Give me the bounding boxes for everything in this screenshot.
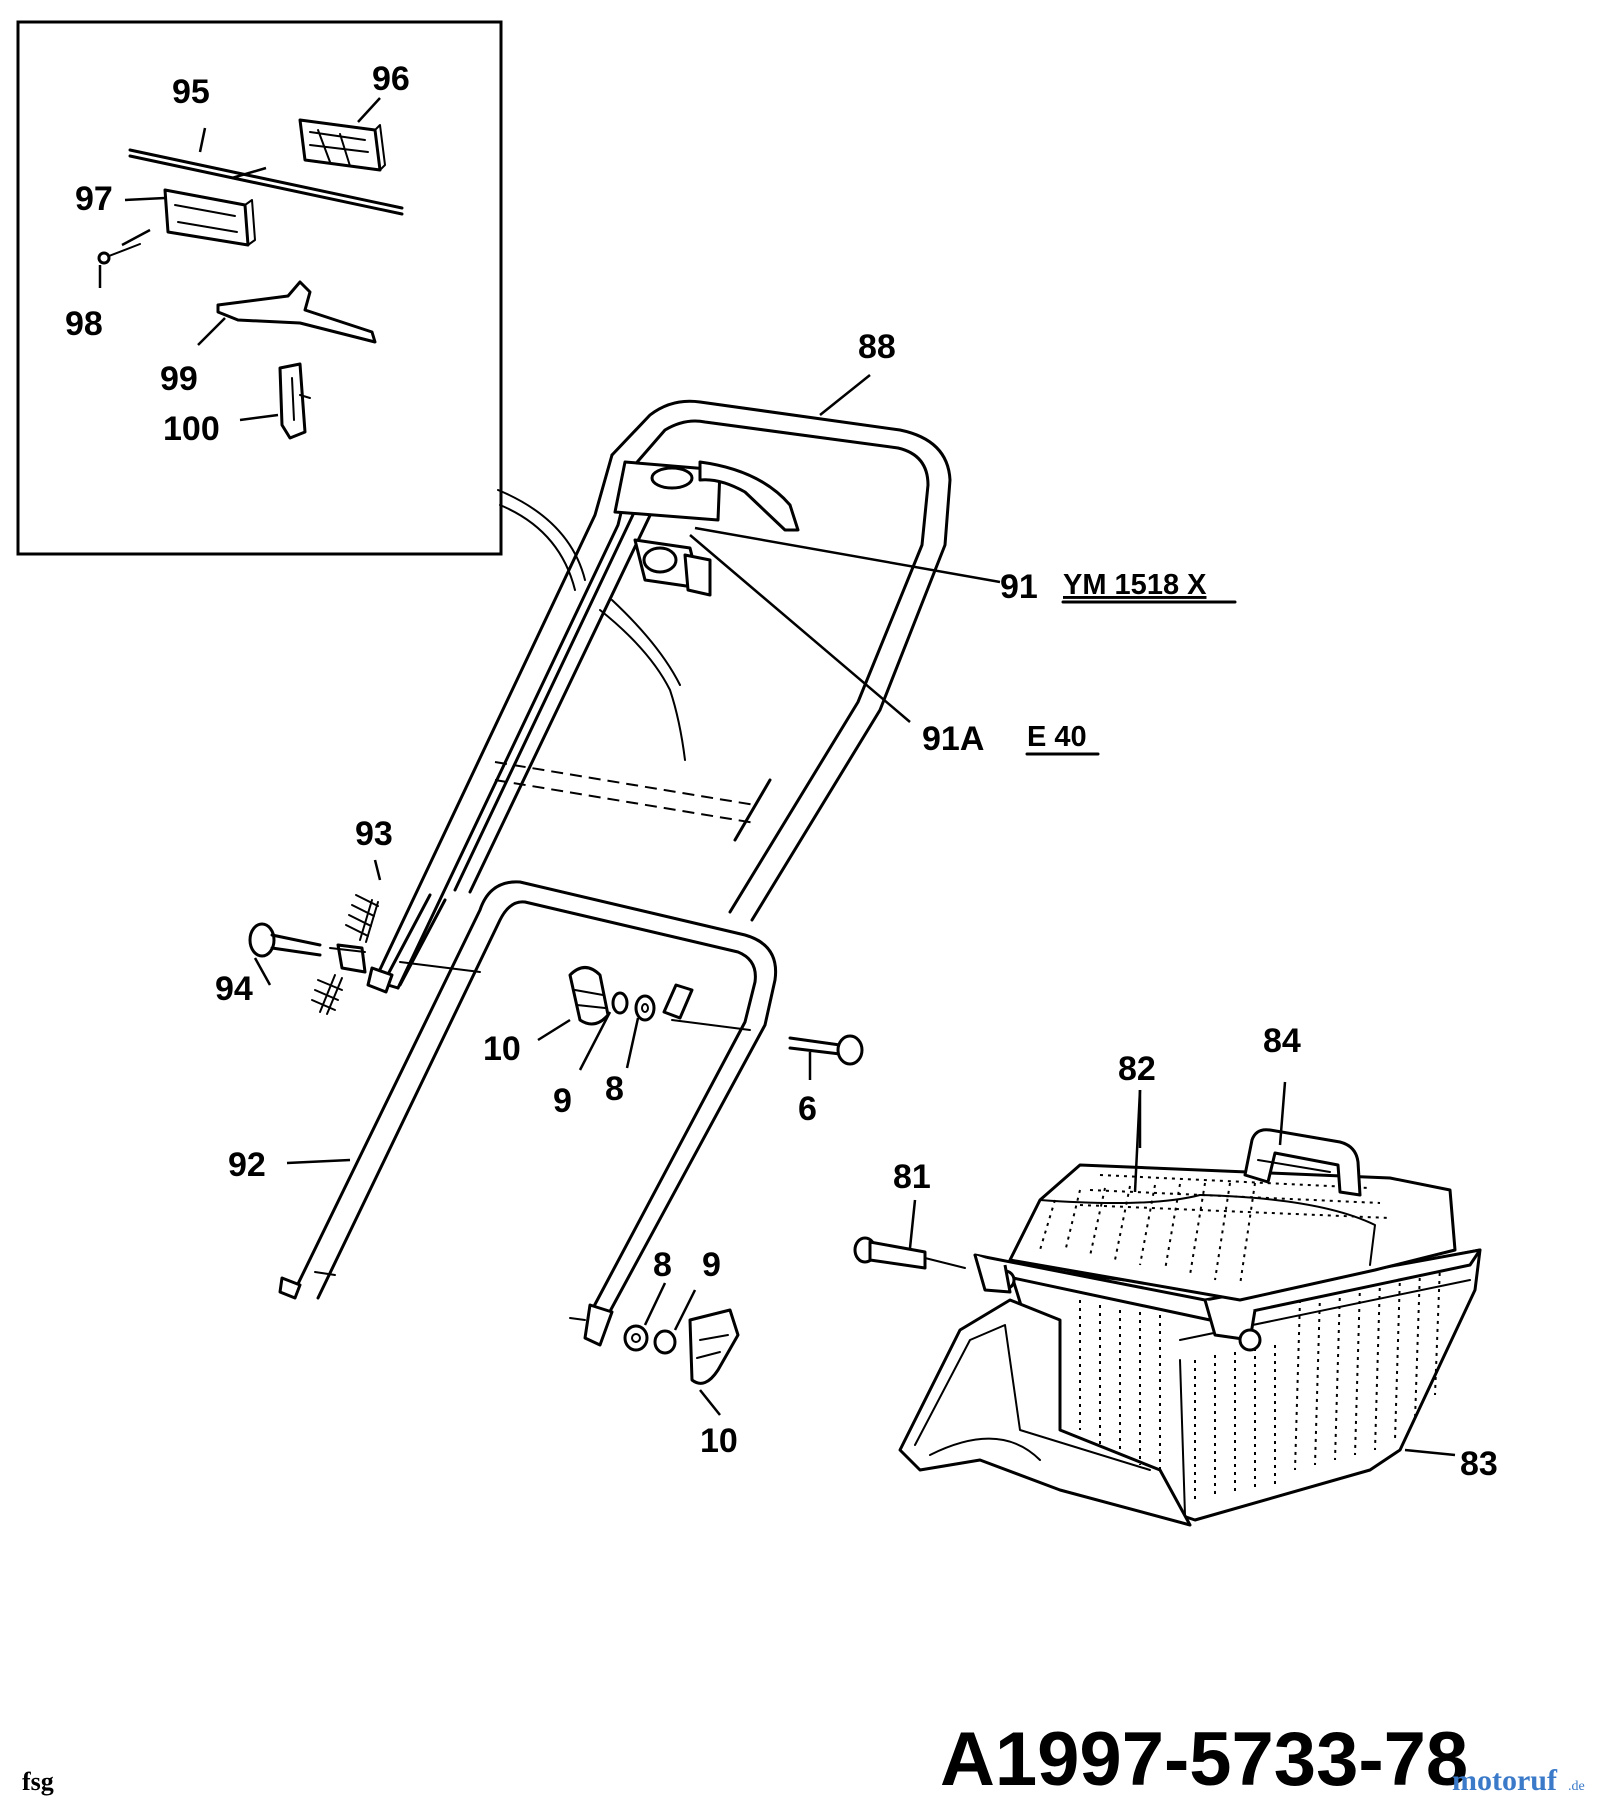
- label-94: 94: [215, 970, 253, 1008]
- grass-box-outline-back: [497, 489, 686, 761]
- label-96: 96: [372, 60, 410, 98]
- label-91: 91: [1000, 568, 1038, 606]
- watermark-tld: .de: [1568, 1779, 1585, 1794]
- label-81: 81: [893, 1158, 931, 1196]
- part-94-bolt: [248, 922, 322, 958]
- label-82: 82: [1118, 1050, 1156, 1088]
- part-8-washer-lower: [623, 1324, 649, 1352]
- part-99-bracket: [216, 280, 377, 344]
- part-92-lower-handle: [278, 880, 778, 1347]
- part-83-grass-box: [898, 1248, 1482, 1527]
- label-9-upper: 9: [553, 1082, 572, 1120]
- part-93-spring: [311, 894, 379, 1015]
- main-leaders: [253, 374, 1456, 1457]
- part-9-washer-upper: [611, 991, 629, 1015]
- label-84: 84: [1263, 1022, 1301, 1060]
- label-6: 6: [798, 1090, 817, 1128]
- label-88: 88: [858, 328, 896, 366]
- part-95-rod: [128, 148, 404, 216]
- label-9-lower: 9: [702, 1246, 721, 1284]
- part-100-clip: [278, 362, 311, 440]
- label-95: 95: [172, 73, 210, 111]
- part-97-clamp: [163, 188, 256, 247]
- part-81-pin: [853, 1236, 966, 1270]
- label-100: 100: [163, 410, 220, 448]
- part-96-clamp: [298, 118, 386, 172]
- label-97: 97: [75, 180, 113, 218]
- part-84-handle: [1243, 1128, 1362, 1197]
- watermark-brand: motoruf: [1452, 1764, 1558, 1797]
- drawing-number: A1997-5733-78: [940, 1717, 1468, 1800]
- watermark: motoruf .de: [1452, 1764, 1585, 1797]
- label-92: 92: [228, 1146, 266, 1184]
- lower-tube-end: [662, 983, 694, 1020]
- part-82-lid: [1008, 1163, 1457, 1302]
- part-8-washer-upper: [634, 994, 656, 1022]
- part-10-knob-lower: [688, 1308, 740, 1385]
- handle-cross-bar: [494, 761, 772, 842]
- label-10-lower: 10: [700, 1422, 738, 1460]
- label-99: 99: [160, 360, 198, 398]
- label-83: 83: [1460, 1445, 1498, 1483]
- footer-code: fsg: [22, 1767, 54, 1796]
- model-91a: E 40: [1027, 721, 1087, 753]
- label-91a: 91A: [922, 720, 984, 758]
- inset-leaders: [98, 97, 381, 422]
- inset-box: [16, 20, 503, 556]
- part-9-washer-lower: [653, 1329, 677, 1355]
- part-98-screw: [97, 243, 141, 265]
- model-91: YM 1518 X: [1063, 569, 1207, 601]
- label-93: 93: [355, 815, 393, 853]
- label-8-lower: 8: [653, 1246, 672, 1284]
- label-98: 98: [65, 305, 103, 343]
- part-6-bolt: [788, 1034, 864, 1066]
- part-88-upper-handle: [373, 399, 952, 990]
- label-8-upper: 8: [605, 1070, 624, 1108]
- part-10-knob-upper: [568, 966, 610, 1026]
- label-10-upper: 10: [483, 1030, 521, 1068]
